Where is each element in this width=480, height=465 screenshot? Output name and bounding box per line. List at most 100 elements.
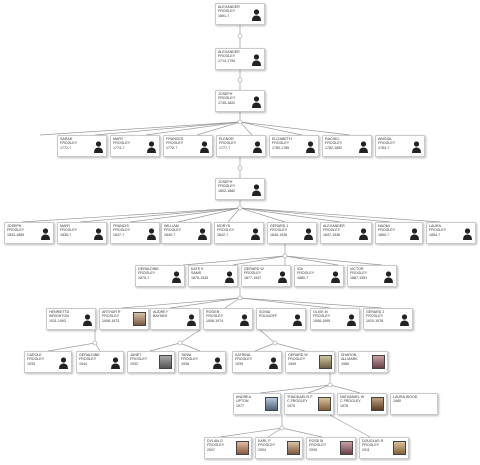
person-name: OLIVE M [313, 310, 328, 314]
person-name: JOSEPH [7, 224, 22, 228]
person-surname: FROGLEY [60, 141, 78, 146]
person-name: HENRIETTA [49, 310, 70, 314]
person-name: SHARON [341, 353, 357, 357]
person-dates: 1714-1794 [218, 58, 236, 63]
person-name: IDA [297, 267, 303, 271]
person-name: MARY [60, 224, 71, 228]
person-dates: 1965 [341, 361, 349, 366]
person-name: GERARD W [288, 353, 308, 357]
person-name: KATE E [191, 267, 204, 271]
person-name: LAURA WOOD [393, 395, 418, 399]
person-dates: 1875-1933 [191, 275, 209, 280]
person-surname: FROGLEY [429, 228, 447, 233]
person-photo [236, 441, 249, 455]
person-surname: ALLMARK [341, 357, 358, 362]
person-silhouette-icon [83, 314, 92, 326]
person-dates: 1777-? [219, 145, 231, 150]
person-silhouette-icon [200, 141, 209, 153]
person-dates: 1774-? [113, 145, 125, 150]
person-dates: 1906-1973 [102, 318, 120, 323]
person-surname: FROGLEY [323, 228, 341, 233]
person-silhouette-icon [94, 141, 103, 153]
person-name: GERALDINE [79, 353, 100, 357]
person-surname: FROGLEY [218, 54, 236, 59]
person-silhouette-icon [331, 271, 340, 283]
person-surname: 1980 [393, 399, 401, 404]
person-dates: 2007 [207, 447, 215, 452]
person-name: FRANCES [166, 137, 184, 141]
person-surname: FROGLEY [235, 357, 253, 362]
person-silhouette-icon [252, 54, 261, 66]
person-name: THADDAEUS P [287, 395, 313, 399]
person-silhouette-icon [410, 228, 419, 240]
person-name: FRANCIS [113, 224, 129, 228]
person-dates: 1842-? [217, 232, 229, 237]
person-surname: FROGLEY [270, 228, 288, 233]
person-dates: 1911-1993 [49, 318, 66, 323]
person-name: ELENOR [219, 137, 234, 141]
person-surname: FROGLEY [366, 314, 384, 319]
person-photo [265, 397, 278, 411]
person-name: GERARD J [366, 310, 385, 314]
person-surname: FROGLEY [207, 443, 225, 448]
person-surname: FROGLEY [166, 141, 184, 146]
person-name: CAROLE [27, 353, 42, 357]
person-dates: 1850-? [378, 232, 390, 237]
person-name: GERARD W [244, 267, 264, 271]
person-silhouette-icon [252, 184, 261, 196]
person-photo [159, 355, 172, 369]
person-surname: C FROGLEY [287, 399, 308, 404]
person-name: ALEXANDER [323, 224, 345, 228]
person-silhouette-icon [252, 9, 261, 21]
person-name: ELIZABETH [272, 137, 292, 141]
person-dates: 1939 [235, 361, 243, 366]
